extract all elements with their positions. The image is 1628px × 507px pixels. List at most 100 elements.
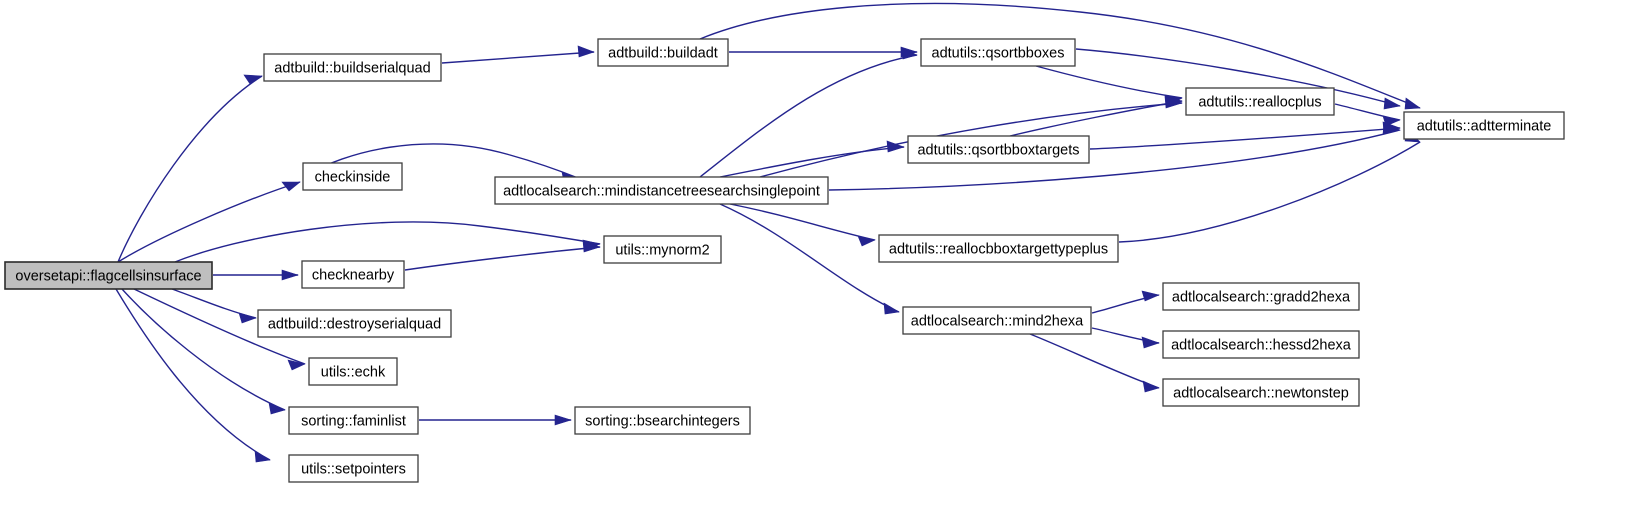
- node-label: adtlocalsearch::newtonstep: [1173, 385, 1349, 401]
- arrow-head-icon: [1141, 290, 1160, 302]
- node-reallocplus[interactable]: adtutils::reallocplus: [1185, 87, 1335, 116]
- edge-qsortbboxes-to-reallocplus: [1035, 65, 1183, 106]
- node-destroyserialquad[interactable]: adtbuild::destroyserialquad: [257, 309, 452, 338]
- node-box[interactable]: [1162, 378, 1360, 407]
- node-box[interactable]: [574, 406, 751, 435]
- edge-line: [1118, 141, 1421, 243]
- node-box[interactable]: [907, 135, 1090, 164]
- node-bsearchintegers[interactable]: sorting::bsearchintegers: [574, 406, 751, 435]
- node-label: adtbuild::buildadt: [608, 45, 718, 61]
- arrow-head-icon: [1383, 97, 1401, 110]
- node-label: adtbuild::destroyserialquad: [268, 316, 441, 332]
- node-faminlist[interactable]: sorting::faminlist: [288, 406, 419, 435]
- node-box[interactable]: [288, 454, 419, 483]
- node-box[interactable]: [302, 162, 403, 191]
- edge-mind2hexa-to-hessd2hexa: [1091, 327, 1160, 349]
- edge-mindistance-to-qsortbboxtargets: [719, 140, 905, 178]
- node-box[interactable]: [597, 38, 729, 67]
- node-box[interactable]: [1185, 87, 1335, 116]
- node-buildadt[interactable]: adtbuild::buildadt: [597, 38, 729, 67]
- node-box[interactable]: [603, 235, 722, 264]
- node-label: adtutils::adtterminate: [1417, 118, 1552, 134]
- arrow-head-icon: [243, 74, 263, 85]
- edge-line: [404, 246, 601, 271]
- nodes-layer: oversetapi::flagcellsinsurfaceadtbuild::…: [4, 38, 1565, 483]
- node-adtterminate[interactable]: adtutils::adtterminate: [1403, 111, 1565, 140]
- node-mindistance[interactable]: adtlocalsearch::mindistancetreesearchsin…: [494, 176, 829, 205]
- node-box[interactable]: [308, 357, 398, 386]
- edge-qsortbboxtargets-to-reallocplus: [1009, 95, 1183, 137]
- node-box[interactable]: [257, 309, 452, 338]
- node-label: adtutils::reallocbboxtargettypeplus: [889, 241, 1108, 257]
- edge-line: [1089, 127, 1401, 150]
- node-box[interactable]: [878, 234, 1119, 263]
- edge-flagcellsinsurface-to-buildserialquad: [117, 74, 263, 263]
- edge-flagcellsinsurface-to-faminlist: [121, 288, 286, 415]
- node-label: checkinside: [315, 169, 391, 185]
- edge-line: [441, 51, 595, 64]
- node-reallocbbox[interactable]: adtutils::reallocbboxtargettypeplus: [878, 234, 1119, 263]
- edge-buildadt-to-adtterminate: [699, 2, 1421, 110]
- edge-buildserialquad-to-buildadt: [441, 45, 595, 64]
- node-echk[interactable]: utils::echk: [308, 357, 398, 386]
- node-checkinside[interactable]: checkinside: [302, 162, 403, 191]
- node-mynorm2[interactable]: utils::mynorm2: [603, 235, 722, 264]
- edge-line: [1009, 100, 1183, 137]
- arrow-head-icon: [900, 47, 918, 60]
- edge-line: [719, 203, 900, 313]
- node-qsortbboxes[interactable]: adtutils::qsortbboxes: [920, 38, 1076, 67]
- edge-line: [174, 221, 601, 263]
- edge-checknearby-to-mynorm2: [404, 240, 601, 271]
- edge-line: [133, 288, 306, 365]
- edge-reallocplus-to-adtterminate: [1334, 103, 1401, 127]
- node-box[interactable]: [1403, 111, 1565, 140]
- edge-flagcellsinsurface-to-destroyserialquad: [171, 288, 257, 324]
- node-box[interactable]: [263, 53, 442, 82]
- edge-line: [828, 129, 1401, 191]
- node-label: adtlocalsearch::hessd2hexa: [1171, 337, 1352, 353]
- edge-mindistance-to-qsortbboxes: [699, 47, 918, 178]
- node-label: adtlocalsearch::mindistancetreesearchsin…: [503, 183, 820, 199]
- edge-line: [699, 54, 918, 178]
- node-box[interactable]: [1162, 330, 1360, 359]
- node-flagcellsinsurface[interactable]: oversetapi::flagcellsinsurface: [4, 261, 213, 290]
- arrow-head-icon: [287, 359, 306, 371]
- arrow-head-icon: [281, 181, 301, 192]
- edge-flagcellsinsurface-to-checkinside: [117, 181, 301, 263]
- edge-flagcellsinsurface-to-echk: [133, 288, 306, 371]
- node-setpointers[interactable]: utils::setpointers: [288, 454, 419, 483]
- edges-layer: [115, 2, 1421, 463]
- arrow-head-icon: [254, 450, 271, 463]
- node-newtonstep[interactable]: adtlocalsearch::newtonstep: [1162, 378, 1360, 407]
- node-label: adtlocalsearch::mind2hexa: [911, 313, 1084, 329]
- node-checknearby[interactable]: checknearby: [301, 260, 405, 289]
- arrow-head-icon: [238, 312, 257, 324]
- edge-faminlist-to-bsearchintegers: [419, 414, 573, 426]
- node-box[interactable]: [902, 306, 1092, 335]
- node-gradd2hexa[interactable]: adtlocalsearch::gradd2hexa: [1162, 282, 1360, 311]
- edge-qsortbboxtargets-to-adtterminate: [1089, 121, 1401, 150]
- node-box[interactable]: [4, 261, 213, 290]
- arrow-head-icon: [1164, 95, 1183, 108]
- node-buildserialquad[interactable]: adtbuild::buildserialquad: [263, 53, 442, 82]
- edge-flagcellsinsurface-to-mynorm2: [174, 221, 601, 263]
- edge-line: [699, 2, 1421, 109]
- node-box[interactable]: [920, 38, 1076, 67]
- node-box[interactable]: [1162, 282, 1360, 311]
- node-box[interactable]: [288, 406, 419, 435]
- edge-line: [121, 288, 286, 411]
- edge-mindistance-to-mind2hexa: [719, 203, 900, 315]
- node-mind2hexa[interactable]: adtlocalsearch::mind2hexa: [902, 306, 1092, 335]
- node-box[interactable]: [494, 176, 829, 205]
- edge-line: [117, 75, 263, 263]
- edge-reallocbbox-to-adtterminate: [1118, 129, 1421, 243]
- node-label: adtutils::reallocplus: [1198, 94, 1321, 110]
- node-qsortbboxtargets[interactable]: adtutils::qsortbboxtargets: [907, 135, 1090, 164]
- node-box[interactable]: [301, 260, 405, 289]
- arrow-head-icon: [857, 235, 876, 247]
- arrow-head-icon: [1141, 336, 1160, 349]
- arrow-head-icon: [281, 269, 300, 281]
- node-hessd2hexa[interactable]: adtlocalsearch::hessd2hexa: [1162, 330, 1360, 359]
- node-label: sorting::bsearchintegers: [585, 413, 740, 429]
